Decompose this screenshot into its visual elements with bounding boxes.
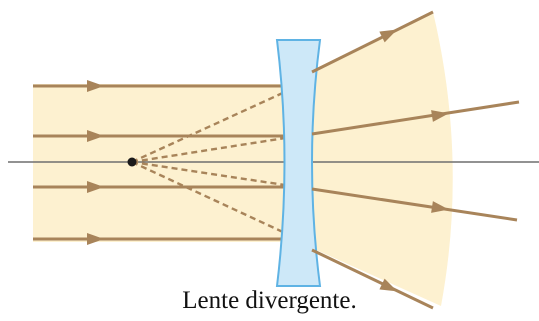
outgoing-ray-2: [311, 100, 520, 136]
arrowhead: [379, 278, 398, 292]
arrowhead: [87, 130, 104, 142]
arrowhead: [87, 181, 104, 193]
outgoing-beam-region: [312, 12, 453, 306]
arrowhead: [379, 29, 398, 43]
virtual-ray-extensions: [131, 84, 299, 241]
arrowhead: [87, 233, 104, 245]
outgoing-arrowheads: [379, 29, 449, 292]
outgoing-ray-3: [311, 187, 518, 222]
diverging-lens: [275, 39, 322, 287]
focal-point: [127, 157, 137, 167]
diagram-caption: Lente divergente.: [182, 287, 357, 314]
virtual-ray-3: [131, 160, 299, 189]
outgoing-rays: [311, 10, 520, 310]
outgoing-ray-4: [311, 248, 434, 310]
incoming-rays: [33, 84, 289, 241]
virtual-ray-2: [131, 134, 299, 164]
arrowhead: [431, 201, 449, 213]
outgoing-ray-1: [311, 10, 434, 74]
virtual-ray-1: [131, 84, 299, 164]
virtual-ray-4: [131, 160, 299, 241]
arrowhead: [431, 110, 449, 122]
arrowhead: [87, 80, 104, 92]
incoming-arrowheads: [87, 80, 104, 245]
